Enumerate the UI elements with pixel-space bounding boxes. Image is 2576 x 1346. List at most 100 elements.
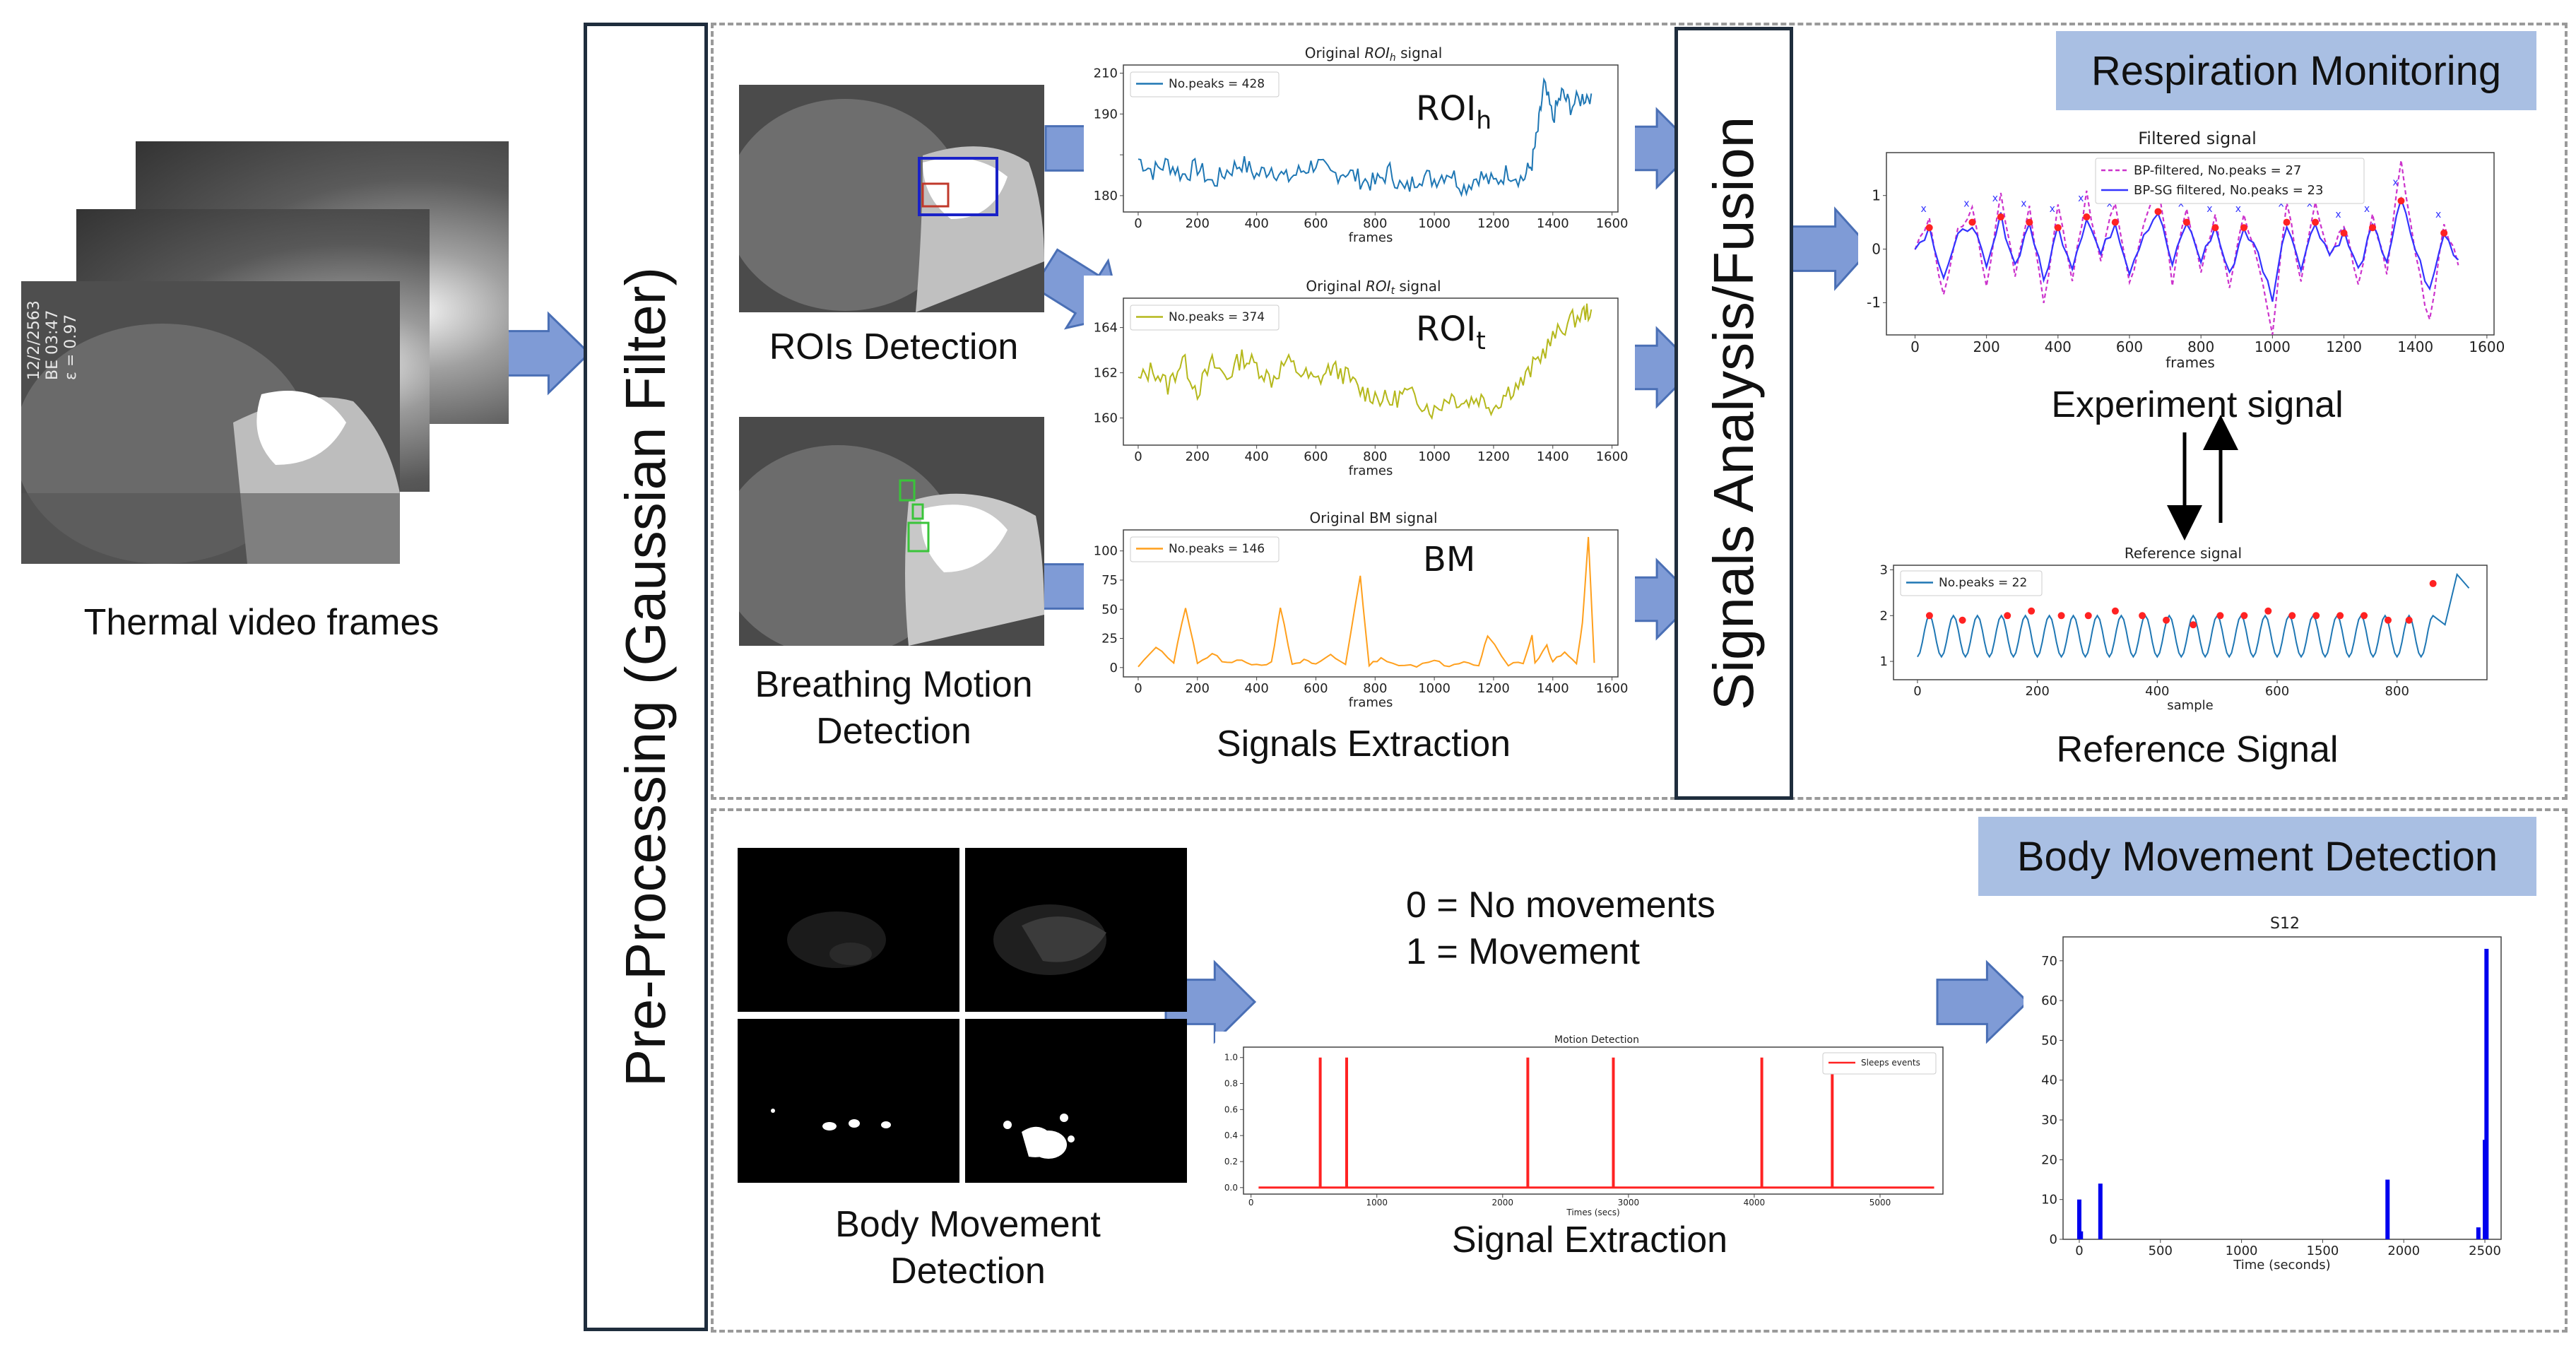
peak-x-marker: x [2392, 177, 2398, 188]
reference-signal-label: Reference Signal [2056, 729, 2339, 770]
legend-box [1130, 305, 1280, 331]
x-tick-label: 1000 [2255, 338, 2291, 355]
x-tick-label: 1200 [2326, 338, 2362, 355]
plot-area [1243, 1046, 1944, 1195]
y-tick-label: 60 [2041, 993, 2057, 1008]
peak-marker [2111, 218, 2119, 226]
y-tick-label: 180 [1094, 189, 1118, 203]
roi-thermal-image [739, 85, 1044, 312]
x-tick-label: 0 [1134, 681, 1142, 696]
roi-t-box [921, 182, 950, 208]
y-tick-label: 2 [1880, 608, 1888, 623]
x-axis-label: sample [2167, 698, 2213, 713]
bar [2476, 1227, 2481, 1239]
x-axis-label: frames [1349, 230, 1393, 245]
x-tick-label: 400 [2045, 338, 2072, 355]
y-tick-label: 210 [1094, 66, 1118, 81]
x-tick-label: 1400 [1537, 681, 1569, 696]
x-tick-label: 1200 [1477, 449, 1510, 464]
x-tick-label: 500 [2149, 1244, 2173, 1258]
bar [2385, 1179, 2390, 1239]
peak-marker [2283, 218, 2291, 226]
x-tick-label: 200 [1186, 449, 1210, 464]
breathing-thermal-image [739, 417, 1044, 646]
peak-marker [2057, 612, 2065, 620]
roi-detection-label: ROIs Detection [769, 326, 1019, 367]
motion-frame-4 [965, 1019, 1187, 1183]
x-tick-label: 400 [2145, 684, 2169, 699]
peak-x-marker: x [2021, 199, 2026, 210]
series-line [1138, 536, 1595, 668]
peak-x-marker: x [2050, 203, 2055, 215]
arrow-frames-to-preprocessing [497, 311, 591, 396]
x-tick-label: 0 [1910, 338, 1920, 355]
chart-title: Original ROIt signal [1306, 278, 1441, 297]
chart-title: Filtered signal [2138, 129, 2257, 148]
peak-x-marker: x [2178, 199, 2184, 210]
x-tick-label: 1500 [2307, 1244, 2339, 1258]
legend-label: No.peaks = 22 [1939, 576, 2027, 590]
stamp-date: 12/2/2563 [25, 300, 43, 380]
x-axis-label: frames [1349, 695, 1393, 710]
respiration-banner: Respiration Monitoring [2056, 31, 2536, 110]
peak-x-marker: x [2078, 193, 2084, 204]
peak-marker [2216, 612, 2224, 620]
bm-overlay-label: BM [1423, 540, 1475, 579]
arrow-fusion-to-filtered [1790, 206, 1873, 291]
x-tick-label: 1400 [1537, 449, 1569, 464]
y-tick-label: 0.8 [1224, 1079, 1238, 1089]
peak-marker [2385, 616, 2392, 624]
x-tick-label: 5000 [1869, 1198, 1891, 1208]
peak-marker [2240, 612, 2248, 620]
peak-marker [2369, 224, 2376, 232]
peak-marker [2190, 621, 2197, 629]
legend-no-movement: 0 = No movements [1406, 885, 1715, 926]
legend-box [1130, 536, 1280, 562]
x-tick-label: 800 [1363, 449, 1387, 464]
series-line [1138, 77, 1593, 198]
x-tick-label: 2000 [2387, 1244, 2420, 1258]
peak-marker [1925, 612, 1933, 620]
x-tick-label: 0 [1248, 1198, 1254, 1208]
fusion-block: Signals Analysis/Fusion [1674, 27, 1793, 800]
peak-marker [2054, 224, 2062, 232]
peak-marker [2084, 612, 2092, 620]
stamp-emissivity: ε = 0.97 [62, 314, 80, 380]
thermal-frames-label: Thermal video frames [83, 602, 439, 643]
peak-marker [2405, 616, 2413, 624]
legend-movement: 1 = Movement [1406, 931, 1640, 972]
legend-box [1822, 1052, 1937, 1075]
x-tick-label: 800 [2385, 684, 2409, 699]
x-tick-label: 1600 [1596, 449, 1629, 464]
peak-marker [2083, 213, 2091, 221]
peak-marker [2440, 229, 2448, 237]
x-tick-label: 4000 [1744, 1198, 1766, 1208]
signal-extraction-label: Signal Extraction [1451, 1220, 1728, 1261]
peak-marker [2026, 218, 2033, 226]
x-tick-label: 1600 [1596, 216, 1629, 231]
chart-title: Motion Detection [1554, 1034, 1639, 1046]
x-tick-label: 1000 [1418, 681, 1451, 696]
signals-extraction-label: Signals Extraction [1216, 724, 1511, 764]
legend-box [1130, 71, 1280, 98]
peak-marker [2211, 224, 2219, 232]
chart-title: Reference signal [2125, 545, 2242, 562]
y-tick-label: 0.4 [1224, 1130, 1238, 1140]
y-tick-label: 50 [2041, 1033, 2057, 1048]
x-tick-label: 600 [2116, 338, 2143, 355]
thermal-frame-1: 12/2/2563 BE 03:47 ε = 0.97 [21, 281, 400, 564]
y-tick-label: 0.2 [1224, 1157, 1238, 1167]
y-tick-label: 1 [1880, 654, 1888, 669]
fusion-label: Signals Analysis/Fusion [1702, 116, 1765, 711]
peak-x-marker: x [1992, 193, 1998, 204]
arrow-motion-to-s12 [1936, 960, 2030, 1044]
